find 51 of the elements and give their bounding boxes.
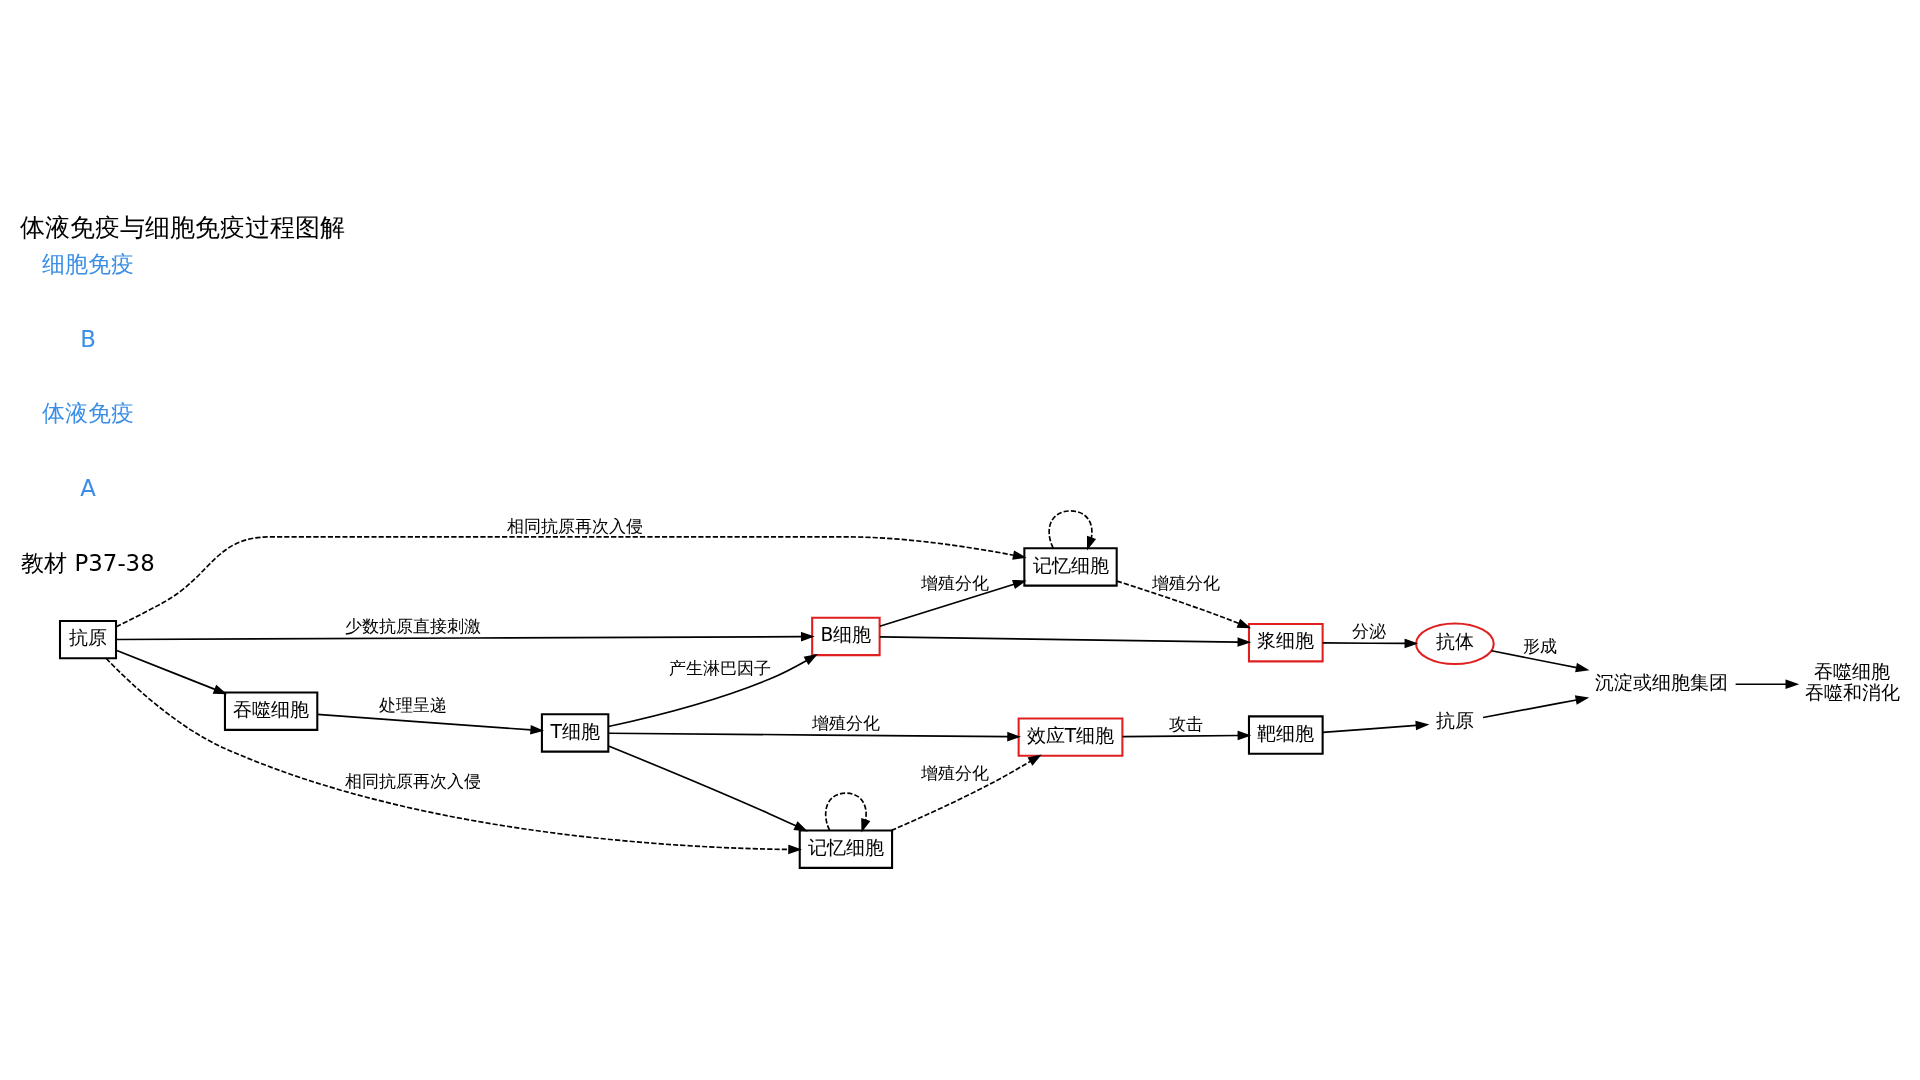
edge-label: 增殖分化 xyxy=(921,764,990,784)
arrow xyxy=(115,631,815,642)
label: 教材 P37-38 xyxy=(21,549,155,576)
edge-label: 分泌 xyxy=(1352,622,1387,642)
arrow xyxy=(105,657,802,855)
arrow xyxy=(878,579,1027,628)
edge-label: 增殖分化 xyxy=(921,573,990,593)
node-text: 沉淀或细胞集团 xyxy=(1594,671,1728,693)
edge-label: 增殖分化 xyxy=(1151,573,1220,593)
arrow xyxy=(607,745,808,832)
label: B xyxy=(80,325,96,352)
node-box: 记忆细胞 xyxy=(798,829,894,869)
arrow xyxy=(607,731,1021,742)
node-box: 浆细胞 xyxy=(1247,623,1324,663)
edge-label: 产生淋巴因子 xyxy=(669,658,772,678)
node-text: 吞噬细胞 吞噬和消化 xyxy=(1804,661,1900,704)
label: A xyxy=(80,475,96,502)
edge-label: 增殖分化 xyxy=(811,713,880,733)
edge-label: 相同抗原再次入侵 xyxy=(345,771,482,791)
arrow xyxy=(890,754,1042,832)
arrow xyxy=(1121,730,1252,741)
diagram-title: 体液免疫与细胞免疫过程图解 xyxy=(20,213,346,243)
node-box: T细胞 xyxy=(540,713,610,753)
arrow xyxy=(1482,695,1590,719)
node-box: 效应T细胞 xyxy=(1017,717,1124,757)
edge-label: 形成 xyxy=(1523,636,1558,656)
arrow xyxy=(1734,679,1800,689)
edge-label: 相同抗原再次入侵 xyxy=(507,516,644,536)
arrow xyxy=(1048,510,1097,551)
edge-label: 少数抗原直接刺激 xyxy=(345,617,482,637)
node-ellipse: 抗体 xyxy=(1415,622,1495,666)
node-box: 抗原 xyxy=(58,619,118,660)
arrow xyxy=(115,536,1027,628)
node-box: B细胞 xyxy=(811,616,881,657)
node-box: 靶细胞 xyxy=(1247,715,1324,755)
arrow xyxy=(607,653,818,728)
node-box: 吞噬细胞 xyxy=(223,691,319,731)
arrow xyxy=(115,649,228,695)
arrow xyxy=(1490,649,1590,673)
label: 细胞免疫 xyxy=(42,250,135,277)
edge-label: 攻击 xyxy=(1168,714,1203,734)
arrow xyxy=(1321,720,1430,734)
arrow xyxy=(1321,638,1419,649)
arrow xyxy=(824,792,871,833)
edge-label: 处理呈递 xyxy=(379,695,448,715)
node-box: 记忆细胞 xyxy=(1023,547,1118,587)
arrow xyxy=(879,636,1252,647)
arrow xyxy=(1116,580,1251,629)
node-text: 抗原 xyxy=(1435,710,1474,732)
label: 体液免疫 xyxy=(42,400,135,427)
arrow xyxy=(316,713,545,735)
